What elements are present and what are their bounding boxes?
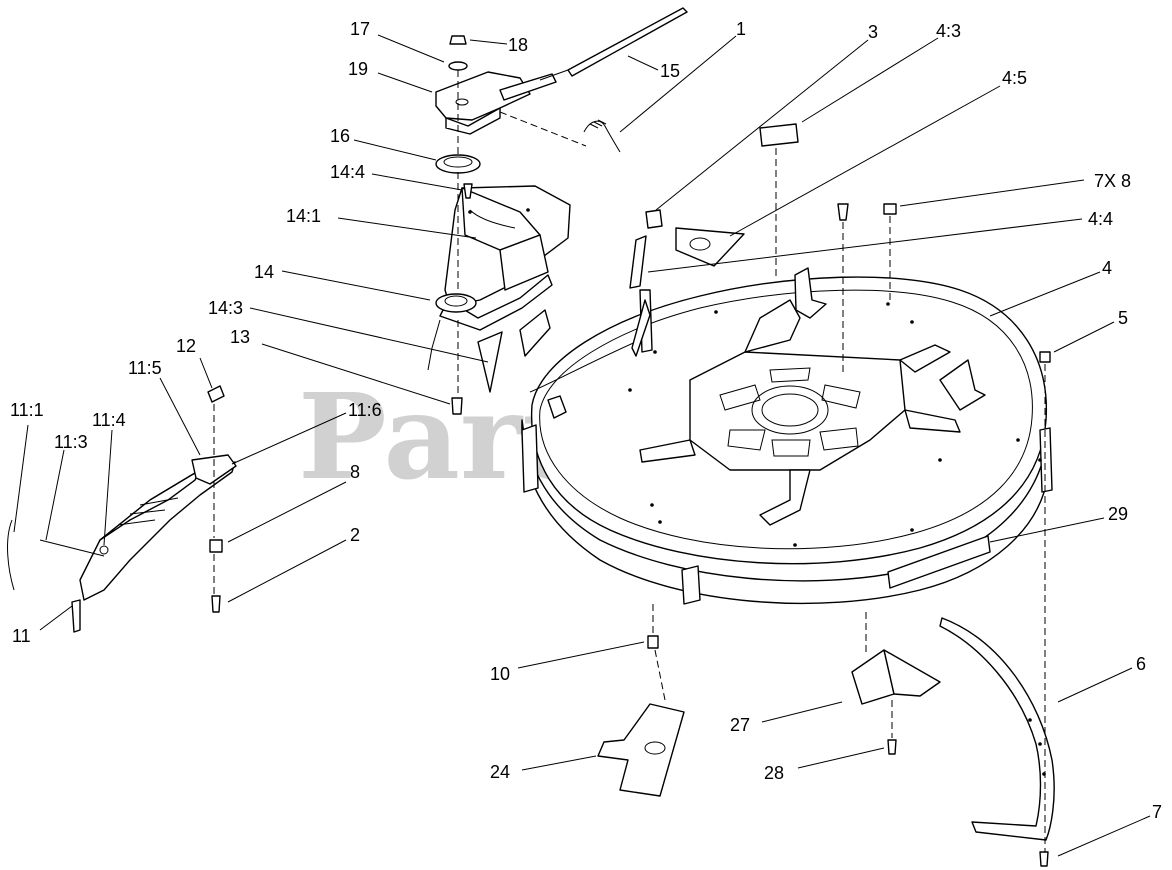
- leader-lines: [13, 34, 1151, 857]
- callout-6: 6: [1136, 654, 1146, 674]
- strap-6: [939, 617, 1055, 841]
- knob-3: [645, 209, 663, 229]
- callout-8: 8: [350, 462, 360, 482]
- callout-17: 17: [350, 19, 370, 39]
- nut-5: [1039, 351, 1051, 363]
- bolt-28: [887, 739, 897, 755]
- callout-29: 29: [1108, 504, 1128, 524]
- callout-24: 24: [490, 762, 510, 782]
- deck-spindle-frame: [639, 299, 961, 526]
- callout-4-4: 4:4: [1088, 209, 1113, 229]
- bracket-27: [851, 649, 941, 705]
- plate-4-5: [675, 227, 745, 267]
- nut-10: [647, 635, 659, 649]
- idler-bracket-assembly: [427, 185, 571, 393]
- callout-19: 19: [348, 59, 368, 79]
- screw-7: [837, 203, 849, 221]
- callout-11-5: 11:5: [128, 358, 162, 378]
- strip-4-4: [629, 235, 647, 289]
- decal-4-3: [759, 123, 799, 147]
- deck-housing: [521, 267, 1053, 605]
- callout-11-3: 11:3: [54, 432, 88, 452]
- wing-nut-12: [207, 385, 225, 403]
- callout-7x8: 7X 8: [1094, 171, 1131, 191]
- baffle-plate-24: [597, 703, 685, 797]
- callout-4: 4: [1102, 258, 1112, 278]
- callout-14-3: 14:3: [208, 298, 243, 318]
- callout-5: 5: [1118, 308, 1128, 328]
- bushing-16: [435, 154, 481, 174]
- callout-12: 12: [176, 336, 196, 356]
- callout-27: 27: [730, 715, 750, 735]
- deck-decal: [887, 535, 991, 589]
- callout-10: 10: [490, 664, 510, 684]
- callout-labels: 17 18 19 15 1 3 4:3 4:5 7X 8 4:4 4 5 16 …: [10, 19, 1162, 822]
- callout-4-3: 4:3: [936, 21, 961, 41]
- callout-14-4: 14:4: [330, 162, 365, 182]
- callout-14: 14: [254, 262, 274, 282]
- callout-15: 15: [660, 61, 680, 81]
- callout-11: 11: [12, 626, 31, 646]
- nut-8: [209, 539, 223, 553]
- bolt-2: [211, 595, 221, 613]
- callout-4-5: 4:5: [1002, 68, 1027, 88]
- nut-18: [449, 35, 467, 45]
- screw-14-4: [463, 183, 473, 199]
- bolt-13: [451, 397, 463, 415]
- discharge-chute-11: [7, 454, 237, 633]
- callout-14-1: 14:1: [286, 206, 321, 226]
- rod-15: [539, 7, 688, 81]
- screw-7-strap: [1039, 851, 1049, 867]
- nut-8-deck: [883, 203, 897, 215]
- callout-2: 2: [350, 525, 360, 545]
- callout-1: 1: [736, 19, 746, 39]
- callout-28: 28: [764, 763, 784, 783]
- spring-1: [583, 119, 621, 153]
- washer-17: [448, 61, 468, 71]
- callout-13: 13: [230, 327, 250, 347]
- callout-18: 18: [508, 35, 528, 55]
- callout-16: 16: [330, 126, 350, 146]
- callout-3: 3: [868, 22, 878, 42]
- callout-7: 7: [1152, 802, 1162, 822]
- assembly-centerlines: [213, 70, 1046, 852]
- callout-11-1: 11:1: [10, 400, 44, 420]
- pivot-bracket-19: [435, 71, 557, 135]
- callout-11-4: 11:4: [92, 410, 126, 430]
- callout-11-6: 11:6: [348, 400, 382, 420]
